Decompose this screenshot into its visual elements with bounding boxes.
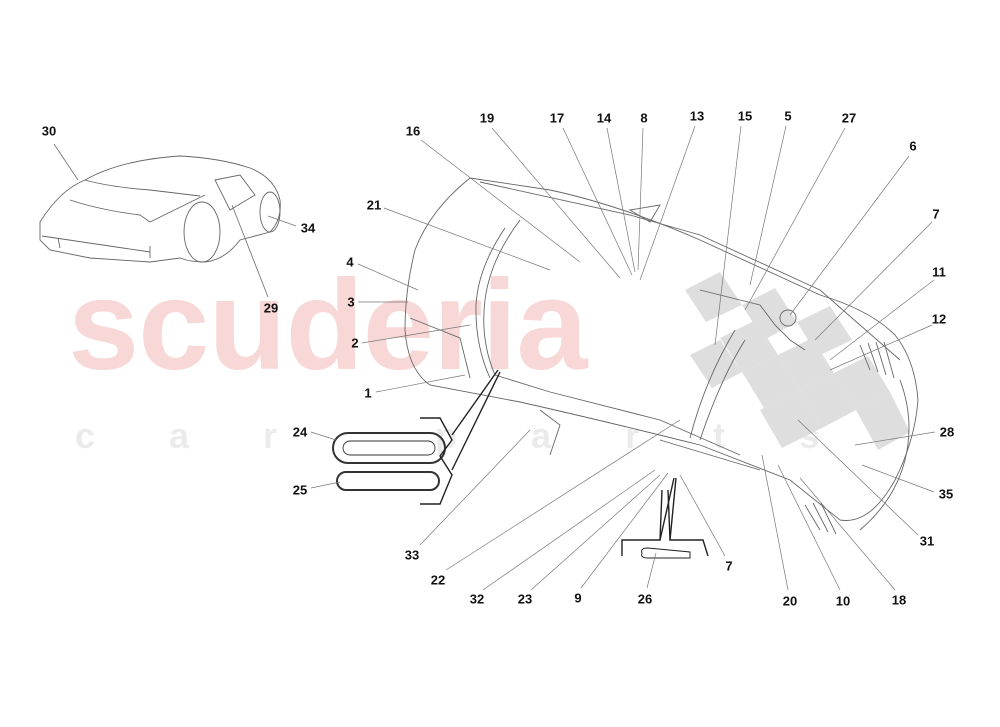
callout-30: 30 [41,123,57,139]
callout-27: 27 [841,110,857,126]
callout-34: 34 [300,220,316,236]
callout-6: 6 [909,138,917,154]
callout-3: 3 [347,294,355,310]
callout-11: 11 [932,264,946,280]
callout-9: 9 [574,590,582,606]
callout-22: 22 [430,572,446,588]
callout-26: 26 [637,591,653,607]
callout-33: 33 [404,547,420,563]
car-three-quarter-view [39,143,297,298]
callout-21: 21 [366,197,382,213]
callout-4: 4 [346,254,354,270]
callout-35: 35 [938,486,954,502]
callout-19: 19 [479,110,495,126]
callout-18: 18 [891,592,907,608]
badge-inset [332,417,453,505]
callout-12: 12 [931,311,947,327]
callout-25: 25 [292,482,308,498]
checkered-flag-watermark [685,272,910,450]
callout-31: 31 [919,533,935,549]
callout-16: 16 [405,123,421,139]
callout-7-bottom: 7 [725,558,733,574]
watermark-scuderia: scuderia [68,254,587,397]
callout-23: 23 [517,591,533,607]
callout-17: 17 [549,110,565,126]
callout-29: 29 [263,300,279,316]
callout-2: 2 [351,335,359,351]
key-inset [621,489,709,559]
callout-8: 8 [640,110,648,126]
callout-1: 1 [364,385,372,401]
leader-lines [310,125,936,591]
callout-24: 24 [292,424,308,440]
callout-5: 5 [784,108,792,124]
car-top-view [404,177,919,535]
callout-32: 32 [469,591,485,607]
callout-28: 28 [939,424,955,440]
callout-7-top: 7 [932,206,940,222]
callout-14: 14 [596,110,612,126]
callout-10: 10 [835,593,851,609]
callout-13: 13 [689,108,705,124]
callout-15: 15 [737,108,753,124]
callout-20: 20 [782,593,798,609]
